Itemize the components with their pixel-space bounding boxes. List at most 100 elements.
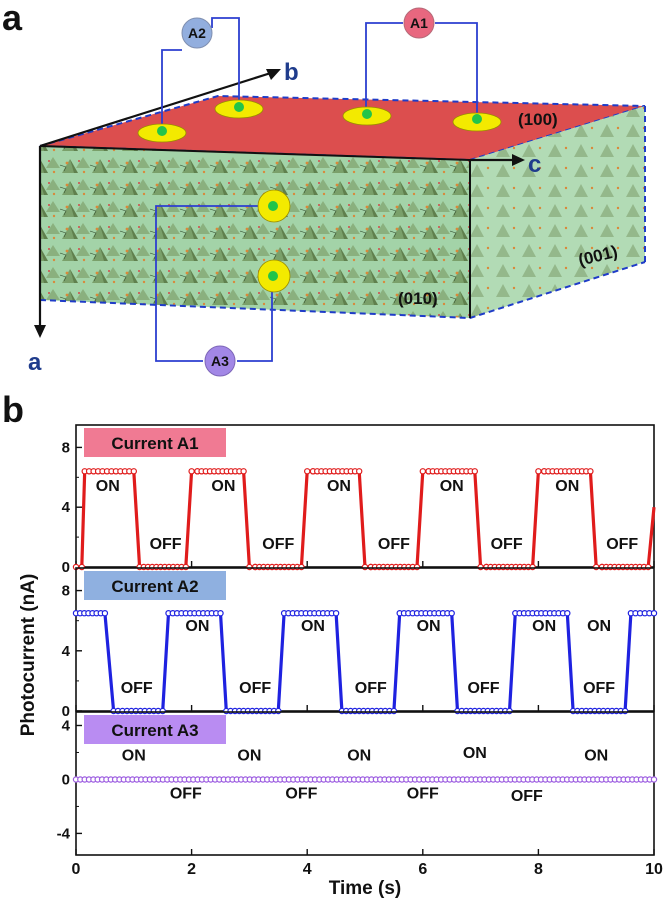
state-annotation: OFF xyxy=(407,785,439,802)
y-tick-label: 0 xyxy=(62,559,70,576)
data-point xyxy=(332,610,340,617)
legend-label: Current A3 xyxy=(111,721,198,740)
data-point xyxy=(390,707,398,715)
state-annotation: ON xyxy=(122,748,146,765)
axis-a-label: a xyxy=(28,349,42,376)
state-annotation: OFF xyxy=(606,536,638,553)
y-tick-label: 0 xyxy=(62,771,70,788)
x-tick-label: 10 xyxy=(645,861,663,878)
data-point xyxy=(78,563,86,571)
data-point xyxy=(529,563,536,571)
axis-b-label: b xyxy=(284,59,299,86)
state-annotation: ON xyxy=(463,745,487,762)
x-axis-title: Time (s) xyxy=(329,878,402,899)
state-annotation: ON xyxy=(532,618,556,635)
state-annotation: OFF xyxy=(491,536,523,553)
badge-a1 xyxy=(403,7,435,39)
data-point xyxy=(564,610,571,617)
face-label-100: (100) xyxy=(518,110,558,129)
y-tick-label: -4 xyxy=(57,825,71,842)
panel-b: b Photocurrent (nA) Time (s) 048ONOFFONO… xyxy=(2,389,663,899)
state-annotation: OFF xyxy=(150,536,182,553)
x-tick-label: 4 xyxy=(303,861,312,878)
y-tick-label: 8 xyxy=(62,439,70,456)
legend-label: Current A1 xyxy=(111,434,198,453)
data-point xyxy=(650,610,658,617)
subplot-frame xyxy=(75,711,655,856)
y-tick-label: 4 xyxy=(62,717,71,734)
wire-a1-left xyxy=(365,22,403,114)
badge-a1-label: A1 xyxy=(410,15,428,31)
state-annotation: OFF xyxy=(378,536,410,553)
data-point xyxy=(587,468,594,475)
state-annotation: ON xyxy=(96,478,120,495)
data-point xyxy=(217,610,224,617)
state-annotation: ON xyxy=(237,748,261,765)
state-annotation: ON xyxy=(584,748,608,765)
data-point xyxy=(621,707,629,715)
data-point xyxy=(477,563,484,571)
data-point xyxy=(361,563,369,571)
data-point xyxy=(304,468,311,475)
y-tick-label: 4 xyxy=(62,499,71,516)
badge-a3-label: A3 xyxy=(211,353,229,369)
electrode-contact xyxy=(268,271,278,281)
x-tick-label: 6 xyxy=(418,861,427,878)
state-annotation: ON xyxy=(327,478,351,495)
electrode-contact xyxy=(157,126,167,136)
wire-a1-right xyxy=(435,22,478,116)
data-point xyxy=(182,563,189,571)
x-tick-label: 2 xyxy=(187,861,196,878)
top-face xyxy=(40,96,645,160)
data-point xyxy=(246,563,253,571)
state-annotation: ON xyxy=(555,478,579,495)
circuit-a1: A1 xyxy=(342,7,502,132)
badge-a2-label: A2 xyxy=(188,25,206,41)
wire-a3-right xyxy=(237,276,273,362)
badge-a3 xyxy=(204,345,236,377)
panel-a: a b c a (100) (001) (010) xyxy=(2,0,646,377)
state-annotation: OFF xyxy=(511,788,543,805)
electrode-contact xyxy=(362,109,372,119)
panel-a-label: a xyxy=(2,0,23,38)
electrode-contact xyxy=(234,102,244,112)
state-annotation: OFF xyxy=(170,785,202,802)
axis-c-arrowhead xyxy=(512,154,525,166)
state-annotation: ON xyxy=(211,478,235,495)
electrode-contact xyxy=(472,114,482,124)
state-annotation: OFF xyxy=(239,680,271,697)
data-point xyxy=(159,707,166,715)
y-tick-label: 0 xyxy=(62,703,70,720)
circuit-a3: A3 xyxy=(155,189,291,377)
data-point xyxy=(593,563,600,571)
data-point xyxy=(448,610,455,617)
legend-box xyxy=(84,715,226,744)
axis-a-arrowhead xyxy=(34,325,46,338)
axis-b-line xyxy=(39,70,275,148)
state-annotation: ON xyxy=(301,618,325,635)
top-front-edge xyxy=(39,145,471,161)
y-tick-label: 4 xyxy=(62,643,71,660)
state-annotation: ON xyxy=(587,618,611,635)
data-point xyxy=(650,776,658,783)
state-annotation: OFF xyxy=(355,680,387,697)
state-annotation: ON xyxy=(440,478,464,495)
data-point xyxy=(419,468,426,475)
data-point xyxy=(101,610,109,617)
state-annotation: OFF xyxy=(262,536,294,553)
wire-a3-left xyxy=(155,205,272,362)
data-point xyxy=(535,468,542,475)
wire-a2-left xyxy=(161,49,182,131)
state-annotation: ON xyxy=(347,748,371,765)
state-annotation: ON xyxy=(417,618,441,635)
data-point xyxy=(240,468,247,475)
legend-box xyxy=(84,428,226,457)
circuit-a2: A2 xyxy=(137,17,264,143)
data-point xyxy=(298,563,305,571)
axis-c-label: c xyxy=(528,151,541,178)
crystal-block xyxy=(39,94,646,320)
